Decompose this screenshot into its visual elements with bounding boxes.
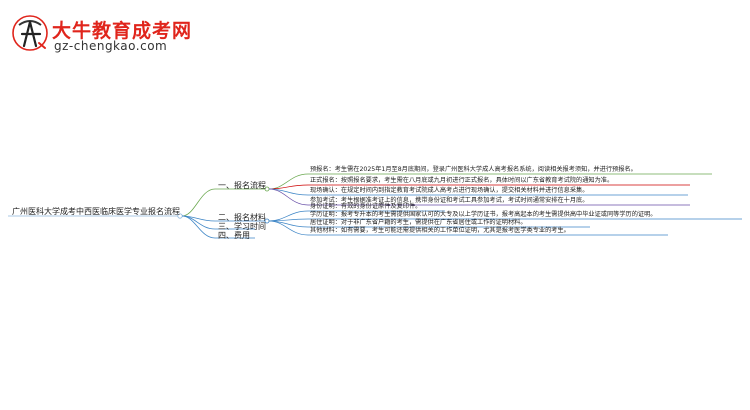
branch-registration-process: 一、报名流程 [218, 181, 266, 190]
leaf-education-proof: 学历证明：报考专升本的考生需提供国家认可的大专及以上学历证书，报考高起本的考生需… [310, 211, 657, 218]
leaf-onsite-confirmation: 现场确认：在规定时间内到指定教育考试院成人高考点进行现场确认，提交相关材料并进行… [310, 187, 589, 194]
leaf-take-exam: 参加考试：考生根据准考证上的信息，携带身份证和考试工具参加考试，考试时间通常安排… [310, 197, 589, 204]
leaf-formal-registration: 正式报名：按照报名要求，考生需在八月底或九月初进行正式报名，具体时间以广东省教育… [310, 177, 614, 184]
leaf-other-materials: 其他材料：如有需要，考生可能还需提供相关的工作单位证明，尤其是报考医学类专业的考… [310, 227, 570, 234]
leaf-pre-registration: 预报名：考生需在2025年1月至8月底期间，登录广州医科大学成人高考报名系统，阅… [310, 166, 637, 173]
logo-mark-icon [12, 15, 48, 51]
logo-url: gz-chengkao.com [54, 39, 168, 53]
root-node: 广州医科大学成考中西医临床医学专业报名流程 [12, 207, 180, 216]
logo-title: 大牛教育成考网 [52, 20, 193, 42]
leaf-id-proof: 身份证明：有效的身份证原件及复印件。 [310, 203, 422, 210]
logo: 大牛教育成考网 gz-chengkao.com [10, 12, 191, 54]
branch-fees: 四、费用 [218, 231, 250, 240]
leaf-residence-proof: 居住证明：对于非广东省户籍的考生，需提供在广东省居住或工作的证明材料。 [310, 219, 527, 226]
branch-study-time: 三、学习时间 [218, 222, 266, 231]
branch-registration-materials: 二、报名材料 [218, 213, 266, 222]
